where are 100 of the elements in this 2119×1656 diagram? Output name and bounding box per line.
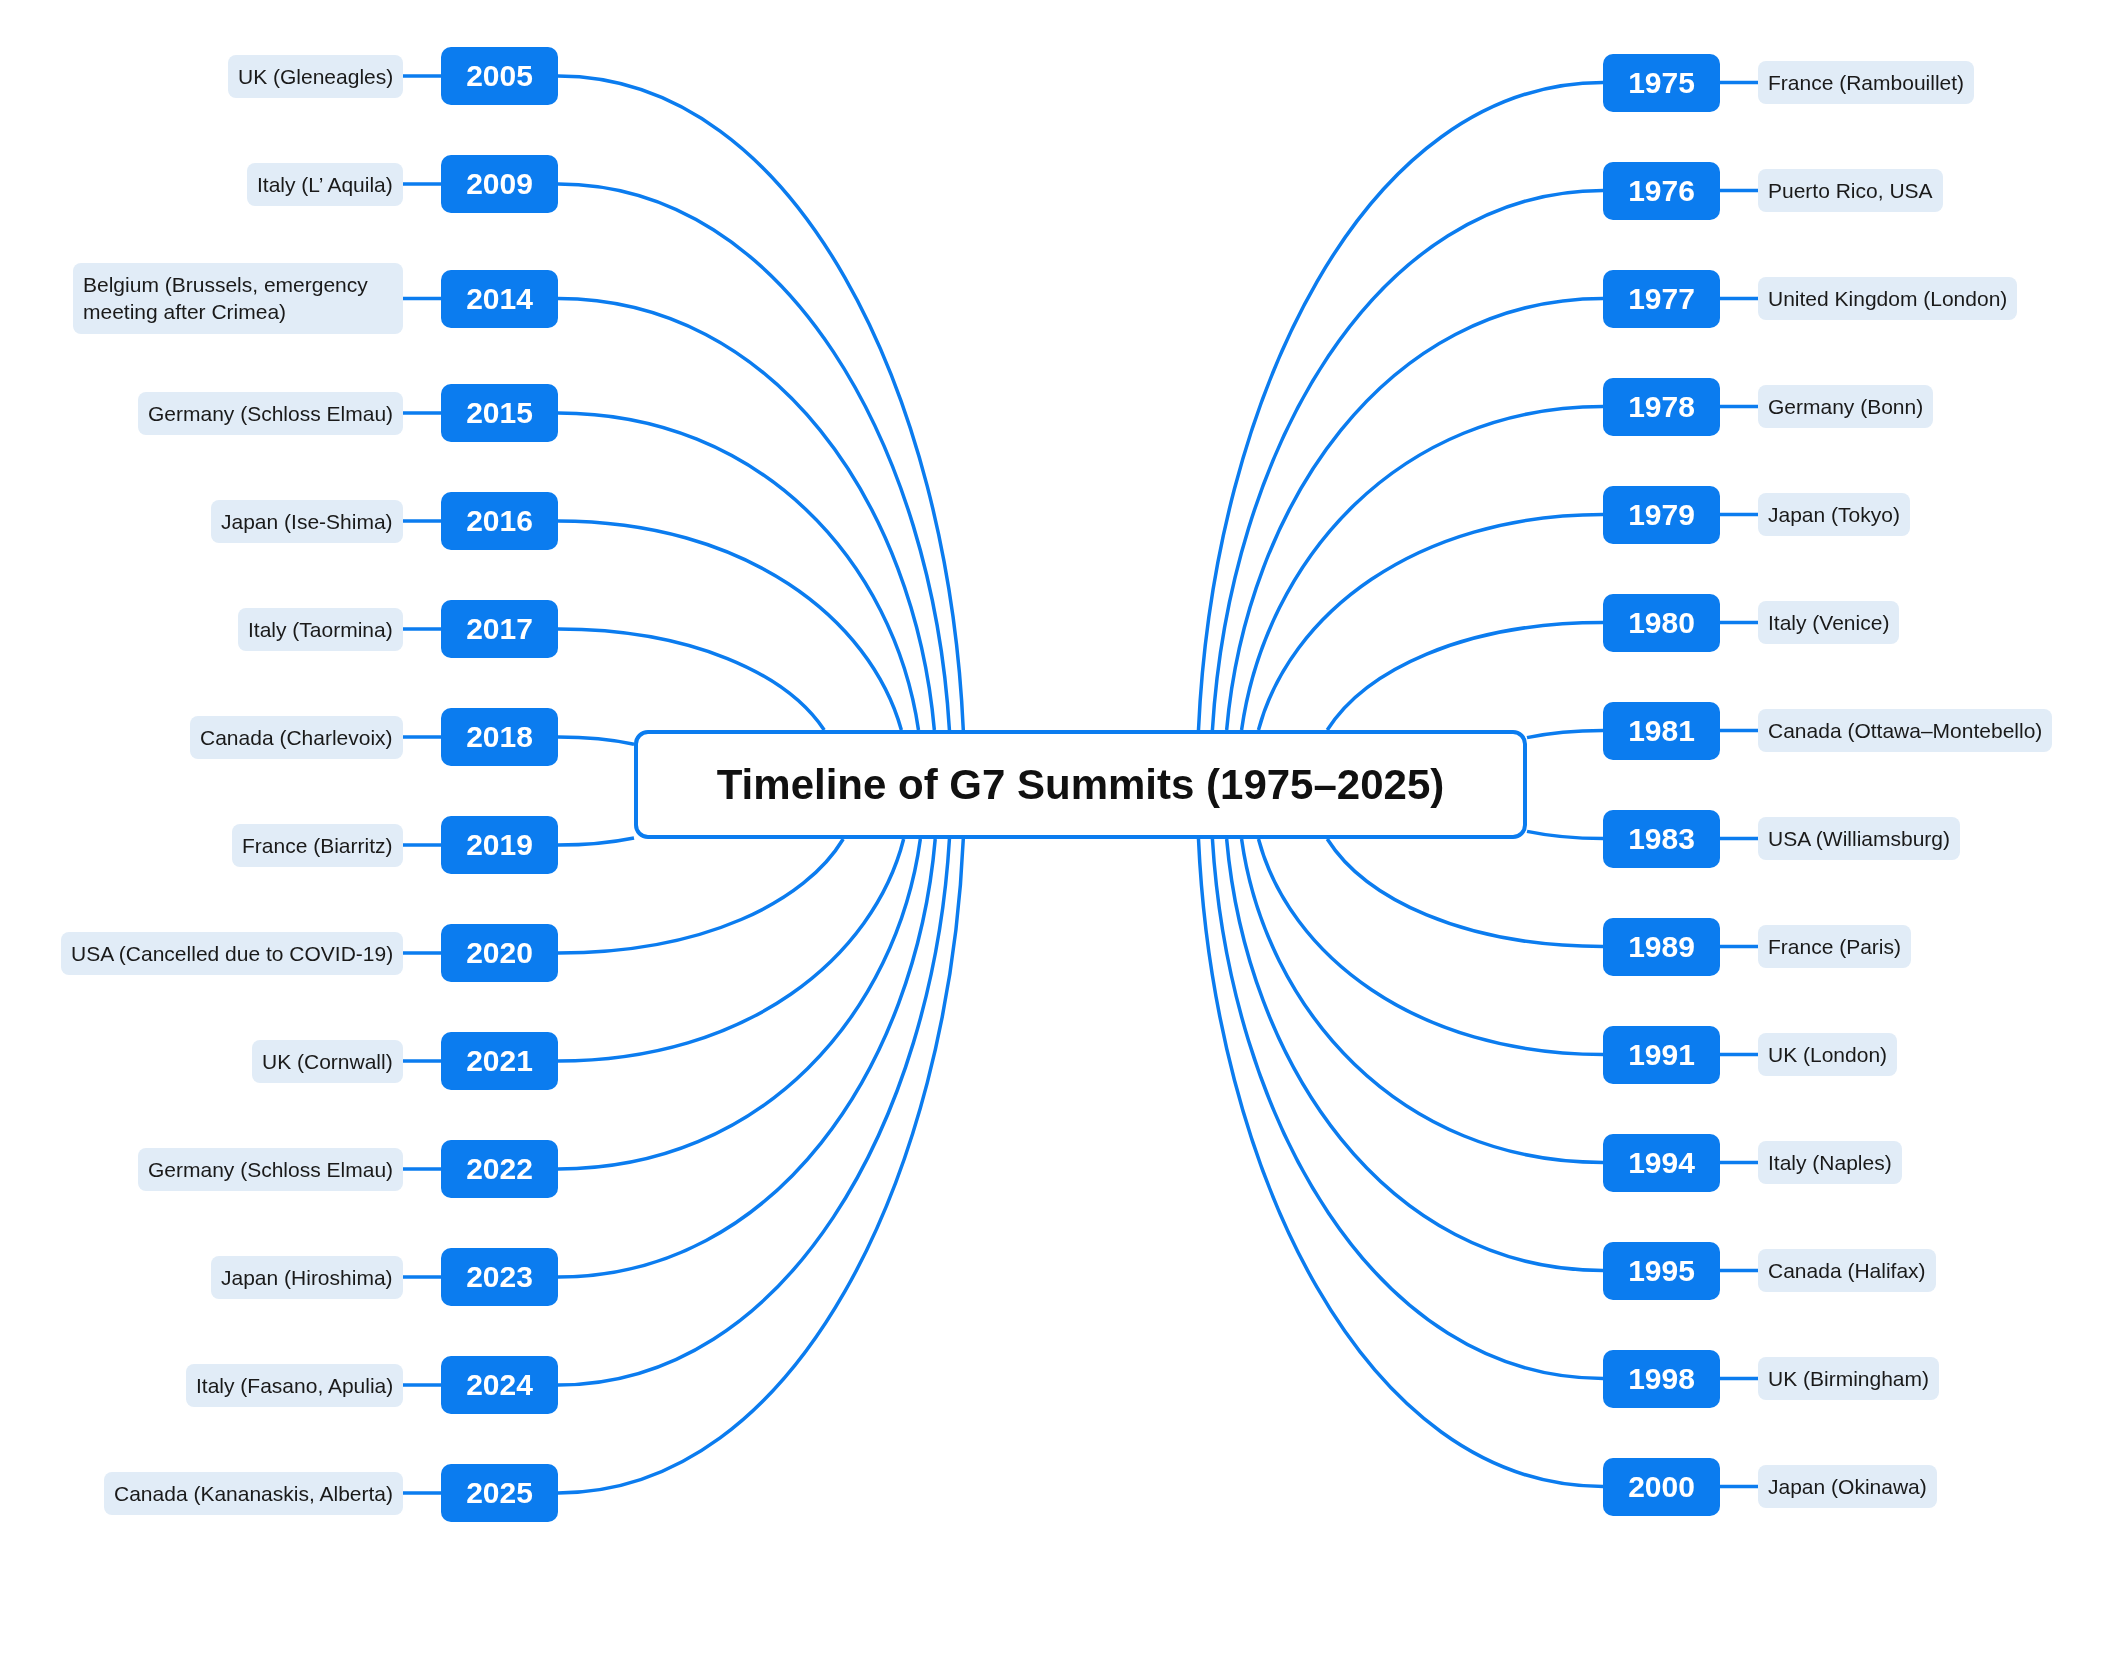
branch-curve — [1196, 80, 1604, 731]
connector-line — [403, 519, 441, 523]
branch-curve — [557, 74, 966, 731]
location-box: Canada (Charlevoix) — [190, 715, 403, 759]
year-box: 2015 — [441, 384, 558, 442]
branch-curve — [558, 735, 635, 746]
year-box: 2016 — [441, 492, 558, 550]
location-box: Japan (Ise-Shima) — [211, 499, 403, 543]
location-box: Puerto Rico, USA — [1758, 169, 1943, 213]
branch-curve — [557, 838, 923, 1171]
branch-curve — [1256, 512, 1604, 731]
year-box: 1979 — [1603, 485, 1720, 544]
year-box: 2000 — [1603, 1457, 1720, 1516]
year-box: 2022 — [441, 1140, 558, 1198]
branch-curve — [1325, 837, 1604, 949]
connector-line — [1720, 728, 1758, 733]
connector-line — [1720, 1052, 1758, 1057]
location-box: Italy (L’ Aquila) — [247, 162, 403, 206]
branch-curve — [557, 838, 952, 1387]
location-box: UK (Birmingham) — [1758, 1357, 1940, 1401]
connector-line — [403, 1059, 441, 1063]
connector-line — [1720, 188, 1758, 193]
connector-line — [1720, 1376, 1758, 1381]
year-box: 2018 — [441, 708, 558, 766]
branch-curve — [1210, 838, 1604, 1381]
year-box: 1991 — [1603, 1025, 1720, 1084]
connector-line — [403, 627, 441, 631]
branch-curve — [557, 838, 966, 1495]
location-box: France (Paris) — [1758, 925, 1912, 969]
year-box: 1975 — [1603, 53, 1720, 112]
year-box: 2021 — [441, 1032, 558, 1090]
connector-line — [403, 735, 441, 739]
location-box: Italy (Taormina) — [238, 607, 403, 651]
year-box: 2014 — [441, 269, 558, 328]
connector-line — [1720, 1484, 1758, 1489]
connector-line — [403, 1275, 441, 1279]
branch-curve — [558, 836, 635, 847]
location-box: USA (Cancelled due to COVID-19) — [61, 931, 404, 975]
year-box: 2009 — [441, 155, 558, 213]
location-box: Japan (Tokyo) — [1758, 493, 1910, 537]
connector-line — [403, 182, 441, 186]
branch-curve — [1239, 838, 1604, 1165]
location-box: USA (Williamsburg) — [1758, 817, 1961, 861]
branch-curve — [557, 519, 903, 731]
location-box: Germany (Bonn) — [1758, 385, 1934, 429]
branch-curve — [1196, 838, 1604, 1489]
year-box: 2024 — [441, 1356, 558, 1414]
location-box: Canada (Halifax) — [1758, 1249, 1936, 1293]
location-box: Italy (Naples) — [1758, 1141, 1902, 1185]
year-box: 2025 — [441, 1464, 558, 1522]
year-box: 1994 — [1603, 1133, 1720, 1192]
connector-line — [403, 74, 441, 78]
location-box: UK (London) — [1758, 1033, 1898, 1077]
year-box: 1977 — [1603, 269, 1720, 328]
connector-line — [403, 411, 441, 415]
connector-line — [1720, 296, 1758, 301]
branch-curve — [557, 838, 937, 1279]
branch-curve — [557, 838, 845, 955]
connector-line — [1720, 80, 1758, 85]
connector-line — [403, 951, 441, 955]
year-box: 1980 — [1603, 593, 1720, 652]
branch-curve — [1526, 728, 1603, 740]
branch-curve — [1224, 296, 1604, 731]
connector-line — [1720, 1160, 1758, 1165]
branch-curve — [557, 627, 826, 732]
branch-curve — [557, 182, 952, 731]
connector-line — [1720, 1268, 1758, 1273]
branch-curve — [1256, 838, 1604, 1057]
year-box: 1976 — [1603, 161, 1720, 220]
connector-line — [403, 1491, 441, 1495]
year-box: 2020 — [441, 924, 558, 982]
connector-line — [1720, 944, 1758, 949]
location-box: UK (Gleneagles) — [228, 54, 404, 98]
branch-curve — [1224, 838, 1604, 1273]
year-box: 1998 — [1603, 1349, 1720, 1408]
connector-line — [1720, 512, 1758, 517]
connector-line — [403, 296, 441, 301]
location-box: Belgium (Brussels, emergency meeting after Crimea) — [73, 263, 403, 334]
connector-line — [403, 1167, 441, 1171]
year-box: 1978 — [1603, 377, 1720, 436]
year-box: 1981 — [1603, 701, 1720, 760]
branch-curve — [1210, 188, 1604, 731]
year-box: 1983 — [1603, 809, 1720, 868]
branch-curve — [1239, 404, 1604, 731]
location-box: France (Rambouillet) — [1758, 61, 1975, 105]
location-box: France (Biarritz) — [232, 823, 403, 867]
location-box: UK (Cornwall) — [252, 1039, 403, 1083]
branch-curve — [557, 411, 921, 731]
connector-line — [1720, 836, 1758, 841]
year-box: 2019 — [441, 816, 558, 874]
branch-curve — [1526, 829, 1603, 841]
location-box: Japan (Hiroshima) — [211, 1255, 403, 1299]
branch-curve — [1325, 620, 1604, 732]
year-box: 2005 — [441, 47, 558, 105]
location-box: Italy (Venice) — [1758, 601, 1900, 645]
connector-line — [1720, 404, 1758, 409]
year-box: 1989 — [1603, 917, 1720, 976]
branch-curve — [557, 296, 937, 731]
year-box: 1995 — [1603, 1241, 1720, 1300]
location-box: Germany (Schloss Elmau) — [138, 391, 404, 435]
